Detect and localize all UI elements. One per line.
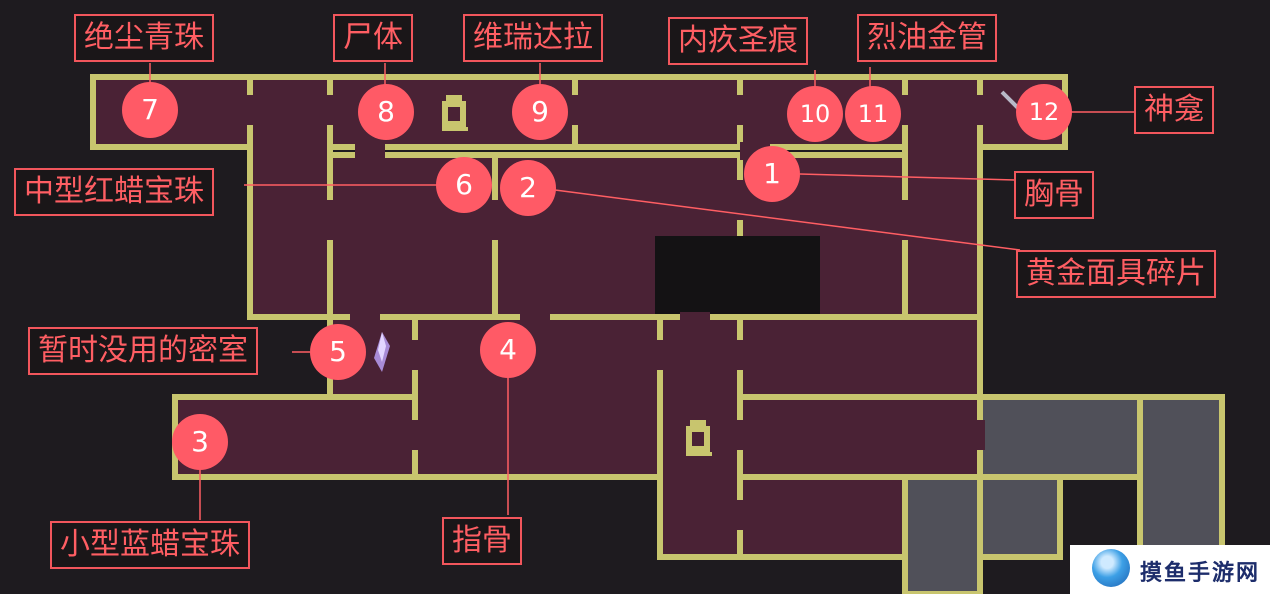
- room-top-middle: [572, 74, 743, 150]
- marker-12[interactable]: 12: [1016, 84, 1072, 140]
- lantern-icon: [686, 420, 712, 456]
- crystal-icon: [374, 332, 390, 372]
- connector-lines: [149, 63, 1135, 520]
- label-marker-10: 内疚圣痕: [668, 17, 808, 65]
- room-lower-right-2: [737, 394, 983, 480]
- lantern-icon: [442, 95, 468, 131]
- marker-9[interactable]: 9: [512, 84, 568, 140]
- label-marker-6: 中型红蜡宝珠: [14, 168, 214, 216]
- marker-11[interactable]: 11: [845, 86, 901, 142]
- label-marker-1: 胸骨: [1014, 171, 1094, 219]
- marker-4[interactable]: 4: [480, 322, 536, 378]
- room-lower-right: [737, 314, 983, 400]
- label-marker-9: 维瑞达拉: [463, 14, 603, 62]
- room-top-long-left: [247, 74, 333, 320]
- label-marker-12: 神龛: [1134, 86, 1214, 134]
- room-lower-center: [412, 314, 663, 480]
- marker-6[interactable]: 6: [436, 157, 492, 213]
- marker-1[interactable]: 1: [744, 146, 800, 202]
- label-marker-3: 小型蓝蜡宝珠: [50, 521, 250, 569]
- label-marker-11: 烈油金管: [857, 14, 997, 62]
- label-marker-5: 暂时没用的密室: [28, 327, 258, 375]
- label-marker-2: 黄金面具碎片: [1016, 250, 1216, 298]
- marker-2[interactable]: 2: [500, 160, 556, 216]
- unexplored-room-4: [977, 474, 1063, 560]
- room-bottom-right: [737, 474, 908, 560]
- watermark-text: 摸鱼手游网: [1140, 561, 1261, 586]
- watermark: 摸鱼手游网: [1070, 545, 1270, 594]
- room-tall-right: [902, 74, 983, 320]
- label-marker-8: 尸体: [333, 14, 413, 62]
- doorways: [245, 95, 985, 530]
- unknown-area: [655, 236, 820, 314]
- room-top-left: [90, 74, 253, 150]
- label-marker-7: 绝尘青珠: [74, 14, 214, 62]
- unexplored-room-3: [902, 474, 983, 594]
- marker-5[interactable]: 5: [310, 324, 366, 380]
- marker-8[interactable]: 8: [358, 84, 414, 140]
- globe-logo-icon: [1092, 549, 1130, 587]
- unexplored-room-1: [977, 394, 1143, 480]
- marker-3[interactable]: 3: [172, 414, 228, 470]
- marker-7[interactable]: 7: [122, 82, 178, 138]
- label-marker-4: 指骨: [442, 517, 522, 565]
- marker-10[interactable]: 10: [787, 86, 843, 142]
